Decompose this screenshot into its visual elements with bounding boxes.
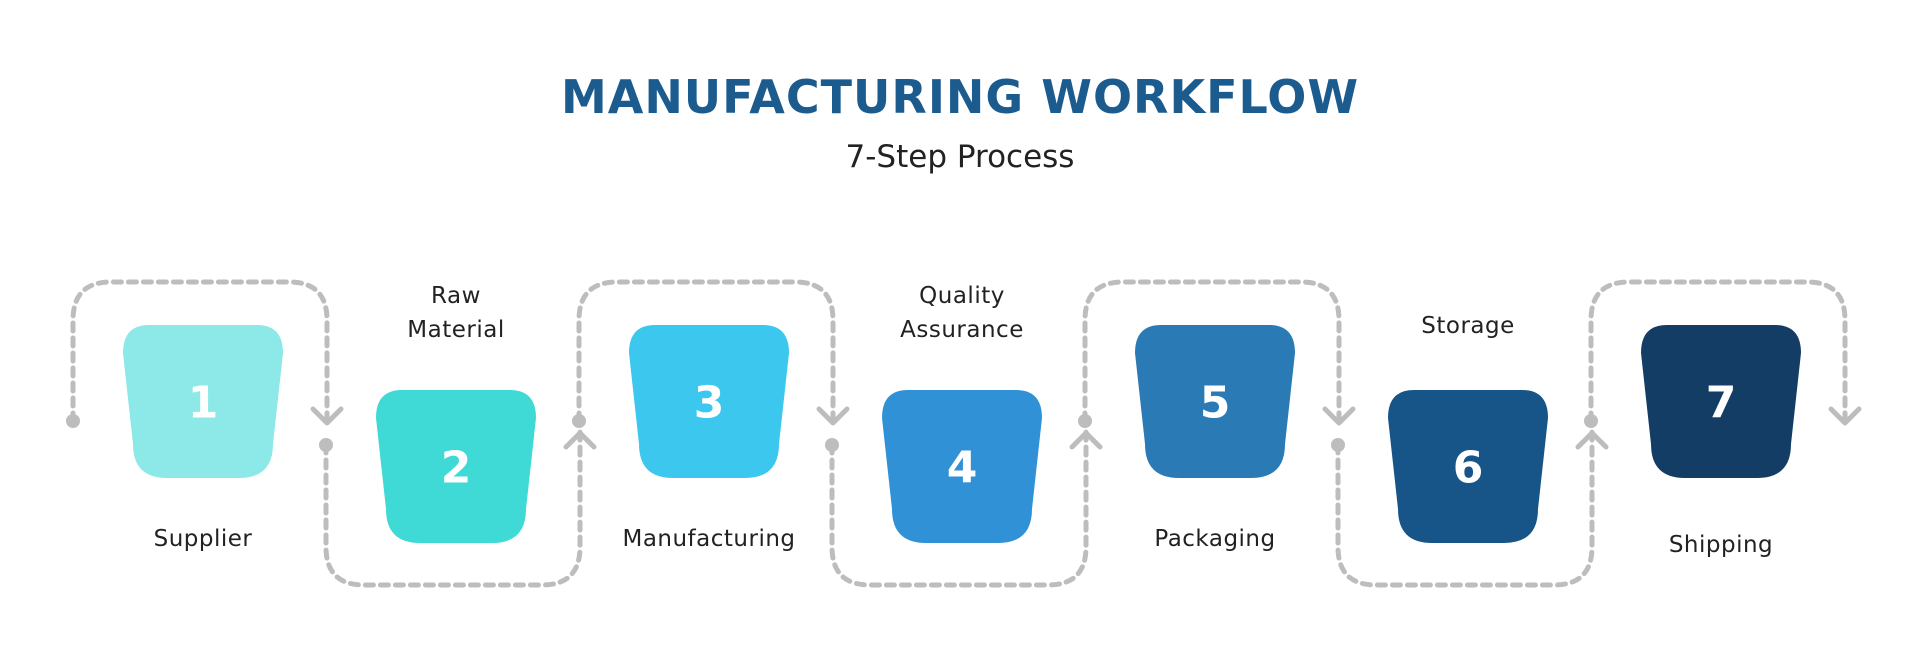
step-tile [1641,325,1801,478]
step-label: Supplier [154,526,253,552]
step-tile [1388,390,1548,543]
step-label: Assurance [900,317,1024,343]
chevron-down-icon [310,406,344,426]
step-tile [882,390,1042,543]
connector-dot-icon [1331,438,1345,452]
connector-2 [323,426,583,588]
connector-dot-icon [319,438,333,452]
step-tile [376,390,536,543]
chevron-up-icon [563,430,597,450]
chevron-down-icon [816,406,850,426]
step-number: 2 [441,443,472,494]
step-tile [629,325,789,478]
step-label: Storage [1421,313,1515,339]
connector-4 [829,426,1089,588]
step-label: Shipping [1669,532,1773,558]
step-6: 6 Storage [1388,313,1548,543]
step-label: Raw [431,283,481,309]
connector-dot-icon [66,414,80,428]
step-number: 4 [947,443,978,494]
chevron-down-icon [1322,406,1356,426]
step-number: 5 [1200,378,1231,429]
step-label: Packaging [1154,526,1275,552]
step-number: 7 [1706,378,1737,429]
connector-dot-icon [572,414,586,428]
chevron-up-icon [1575,430,1609,450]
connector-dot-icon [1078,414,1092,428]
step-number: 1 [188,378,219,429]
step-tile [123,325,283,478]
page-title: MANUFACTURING WORKFLOW [560,70,1360,124]
step-tile [1135,325,1295,478]
step-label: Material [407,317,504,343]
connector-6 [1335,426,1595,588]
step-number: 6 [1453,443,1484,494]
chevron-down-icon [1828,406,1862,426]
connector-dot-icon [825,438,839,452]
page-subtitle: 7-Step Process [845,139,1075,175]
step-number: 3 [694,378,725,429]
step-label: Manufacturing [622,526,795,552]
connector-dot-icon [1584,414,1598,428]
chevron-up-icon [1069,430,1103,450]
step-label: Quality [919,283,1005,309]
